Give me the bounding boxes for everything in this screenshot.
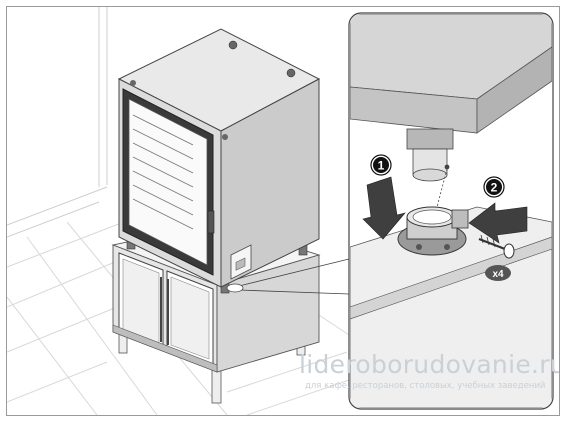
floor-tiles — [7, 216, 353, 415]
step-2-badge: 2 — [483, 176, 505, 198]
diagram-frame: 1 2 x4 lideroborudovanie.ru для кафе, ре… — [6, 6, 560, 416]
detail-panel — [348, 12, 554, 410]
detail-leader — [226, 258, 350, 295]
installation-diagram: 1 2 x4 — [7, 7, 554, 415]
step-2-label: 2 — [491, 181, 498, 195]
quantity-label: x4 — [492, 269, 504, 280]
watermark-tagline: для кафе, ресторанов, столовых, учебных … — [305, 381, 546, 391]
quantity-badge: x4 — [485, 265, 511, 281]
screw-icon — [478, 234, 515, 259]
stand-cabinet — [111, 222, 321, 404]
step-1-badge: 1 — [370, 154, 392, 176]
room-walls — [7, 7, 108, 238]
step-1-label: 1 — [378, 159, 385, 173]
combi-oven — [117, 28, 321, 294]
watermark-site: lideroborudovanie.ru — [299, 350, 560, 379]
